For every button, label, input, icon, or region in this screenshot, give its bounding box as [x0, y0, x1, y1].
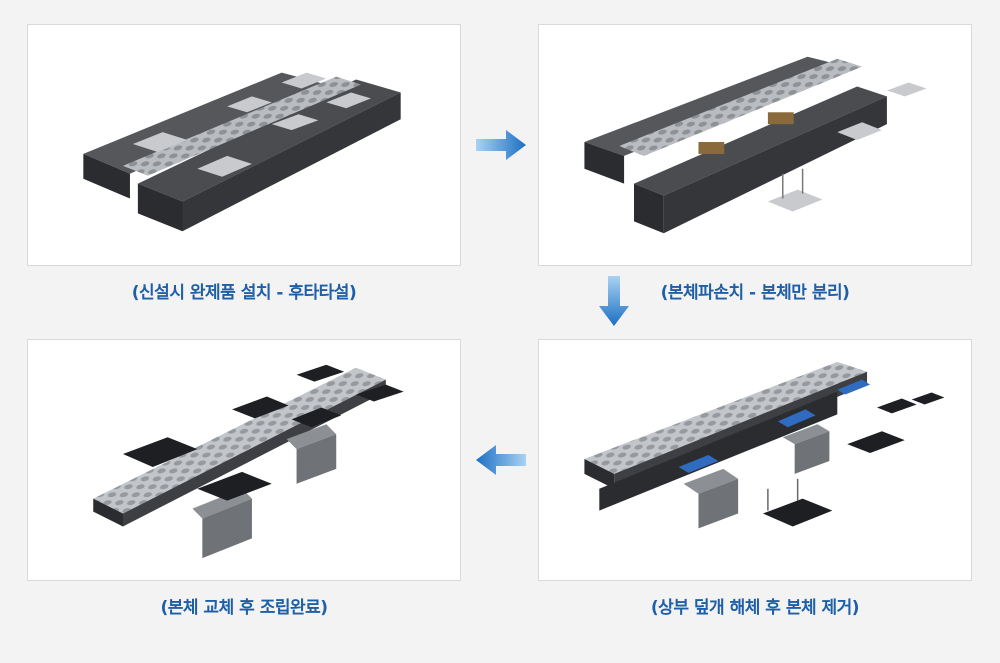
arrow-right-icon	[476, 130, 526, 160]
step-2-illustration	[584, 56, 927, 234]
step-1-caption: (신설시 완제품 설치 - 후타타설)	[131, 283, 357, 303]
arrow-left-icon	[476, 445, 526, 475]
step-4-illustration	[93, 364, 404, 559]
arrow-down-icon	[599, 276, 629, 326]
step-1-illustration	[83, 72, 401, 232]
step-1-panel	[27, 24, 461, 266]
step-3-panel	[538, 339, 972, 581]
step-3-caption: (상부 덮개 해체 후 본체 제거)	[650, 598, 860, 618]
step-3-illustration	[584, 361, 945, 529]
step-2-panel	[538, 24, 972, 266]
step-4-panel	[27, 339, 461, 581]
step-2-caption: (본체파손치 - 본체만 분리)	[660, 283, 850, 303]
step-4-caption: (본체 교체 후 조립완료)	[160, 598, 328, 618]
